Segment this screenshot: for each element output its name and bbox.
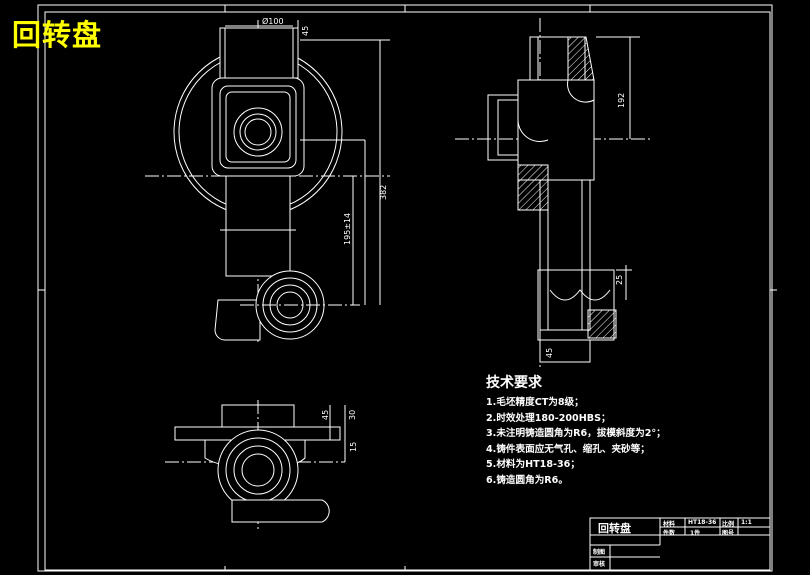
technical-requirements: 技术要求 1.毛坯精度CT为8级； 2.时效处理180-200HBS； 3.未注… (486, 372, 666, 489)
dim-side-right: 25 (615, 275, 624, 285)
tb-qty-label: 件数 (663, 530, 676, 537)
dim-top-width: Ø100 (262, 16, 284, 26)
tb-scale-label: 比例 (722, 521, 735, 528)
tb-check-label: 审核 (593, 561, 606, 568)
inner-frame (44, 11, 771, 571)
dim-front-b: 30 (348, 410, 357, 420)
notes-title: 技术要求 (486, 375, 542, 391)
dim-side-height: 192 (617, 93, 626, 108)
tb-scale-value: 1:1 (741, 519, 752, 526)
title-block (589, 517, 771, 571)
main-view (145, 20, 390, 345)
dim-side-bottom: 45 (545, 348, 554, 358)
tb-sheet-label: 图号 (722, 530, 735, 537)
tb-material-label: 材料 (663, 521, 676, 528)
dim-front-a: 45 (321, 410, 330, 420)
tb-draw-label: 制图 (593, 549, 606, 556)
bottom-view (165, 400, 346, 530)
side-view (455, 18, 650, 370)
tb-part-name: 回转盘 (598, 522, 631, 535)
dim-total-height: 382 (379, 185, 388, 200)
note-item: 1.毛坯精度CT为8级； (486, 397, 584, 408)
dim-front-c: 15 (349, 442, 358, 452)
note-item: 5.材料为HT18-36； (486, 459, 580, 471)
tb-material-value: HT18-36 (688, 519, 717, 526)
dim-mid-height: 195±14 (343, 213, 352, 245)
note-item: 3.未注明铸造圆角为R6，拔模斜度为2°； (486, 428, 666, 440)
note-item: 4.铸件表面应无气孔、缩孔、夹砂等； (486, 443, 650, 455)
note-item: 2.时效处理180-200HBS； (486, 412, 611, 424)
dim-top-small: 45 (301, 26, 310, 36)
note-item: 6.铸造圆角为R6。 (486, 474, 568, 486)
tb-qty-value: 1件 (690, 530, 701, 537)
page-title: 回转盘 (12, 18, 103, 52)
